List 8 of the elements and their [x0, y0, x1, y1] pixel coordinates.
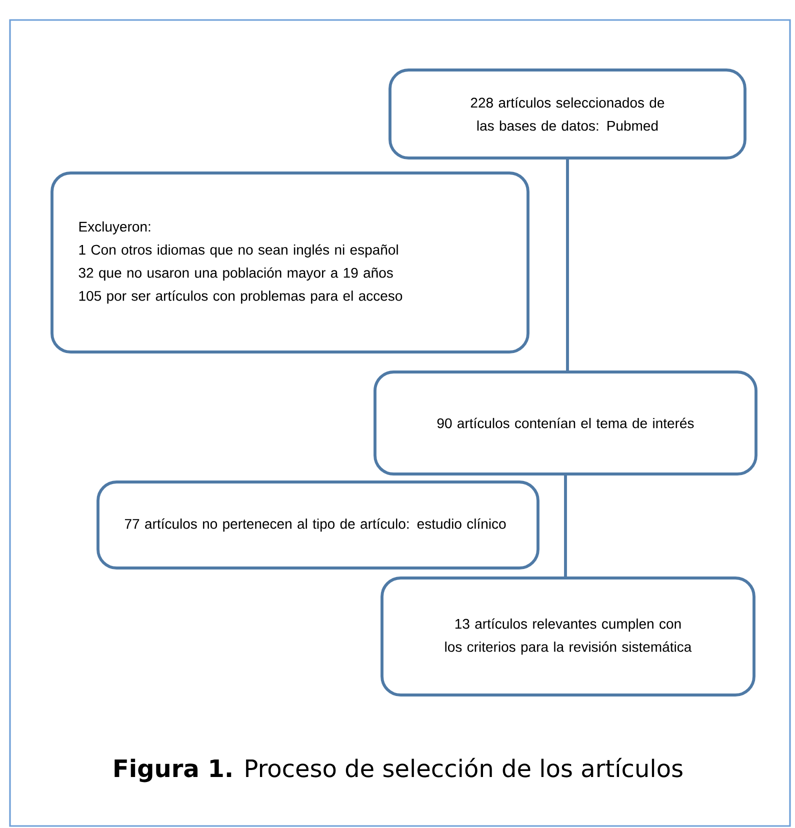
process-box: 77 artículos no pertenecen al tipo de artículo: estudio clínico: [96, 480, 540, 570]
process-box: Excluyeron: 1 Con otros idiomas que no sean inglés ni español 32 que no usaron una población mayor a 19 años 105 por ser artículos con problemas para el acceso: [50, 172, 530, 354]
process-box: 13 artículos relevantes cumplen con los criterios para la revisión sistemática: [380, 576, 756, 696]
process-box: 90 artículos contenían el tema de interés: [374, 370, 758, 476]
connector-line: [564, 474, 567, 578]
figure-caption: Figura 1. Proceso de selección de los artículos: [114, 758, 682, 782]
connector-line: [566, 158, 569, 372]
process-box: 228 artículos seleccionados de las bases de datos: Pubmed: [388, 68, 746, 160]
